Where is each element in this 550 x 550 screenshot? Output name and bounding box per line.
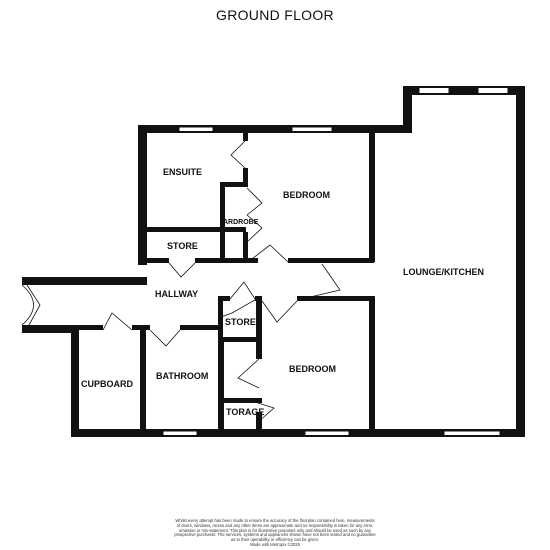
doors	[21, 140, 341, 423]
window	[162, 430, 198, 436]
disclaimer-line: as to their operability or efficiency ca…	[230, 537, 320, 543]
room-label-wardrobe: ARDROBE	[223, 219, 259, 226]
disclaimer-line: of doors, windows, rooms and any other i…	[176, 522, 374, 528]
window	[443, 430, 501, 436]
room-label-storage: TORAGE	[226, 407, 264, 417]
room-label-cupboard: CUPBOARD	[81, 379, 134, 389]
window	[418, 87, 450, 94]
walls	[22, 86, 525, 437]
room-label-hallway: HALLWAY	[155, 289, 198, 299]
room-label-store-2: STORE	[225, 317, 256, 327]
disclaimer-line: Whilst every attempt has been made to en…	[175, 518, 375, 523]
disclaimer-line: prospective purchaser. The services, sys…	[174, 532, 376, 538]
floor-title: GROUND FLOOR	[216, 7, 334, 23]
disclaimer-line: omission or mis-statement. This plan is …	[178, 527, 372, 533]
disclaimer-credit: Made with Metropix ©2025	[250, 541, 300, 547]
windows	[162, 87, 509, 436]
room-label-bedroom-1: BEDROOM	[283, 190, 330, 200]
room-label-bathroom: BATHROOM	[156, 371, 208, 381]
window	[178, 126, 214, 132]
disclaimer: Whilst every attempt has been made to en…	[150, 518, 400, 548]
window	[304, 430, 350, 436]
window	[291, 126, 333, 132]
room-label-store-1: STORE	[167, 241, 198, 251]
room-label-ensuite: ENSUITE	[163, 167, 202, 177]
room-label-lounge-kitchen: LOUNGE/KITCHEN	[403, 267, 484, 277]
window	[477, 87, 509, 94]
room-label-bedroom-2: BEDROOM	[289, 364, 336, 374]
room-labels: ENSUITE BEDROOM ARDROBE STORE LOUNGE/KIT…	[81, 167, 484, 417]
